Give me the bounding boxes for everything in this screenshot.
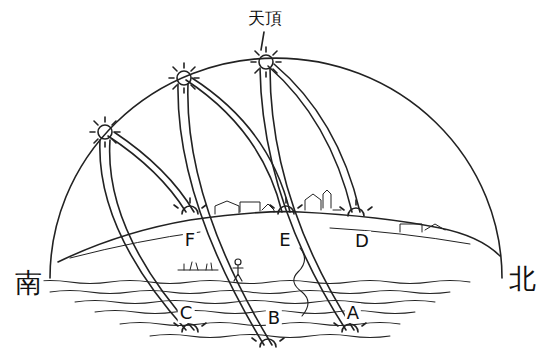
point-letter: A xyxy=(345,303,361,323)
horizon-sun xyxy=(174,198,372,347)
ground-lines xyxy=(30,248,470,338)
sun xyxy=(90,47,281,147)
point-letter: F xyxy=(183,230,197,250)
direction-label: 南 xyxy=(13,268,44,298)
person xyxy=(233,259,243,281)
direction-label: 北 xyxy=(507,264,538,294)
point-letter: D xyxy=(353,231,371,251)
zenith-label: 天頂 xyxy=(246,9,284,28)
celestial-dome xyxy=(50,58,502,278)
point-letter: E xyxy=(277,230,292,250)
sun-path xyxy=(100,64,360,345)
leader-line xyxy=(261,32,264,50)
point-letter: B xyxy=(266,308,282,328)
landscape xyxy=(178,190,445,270)
far-horizon xyxy=(58,212,500,262)
point-letter: C xyxy=(178,303,195,323)
